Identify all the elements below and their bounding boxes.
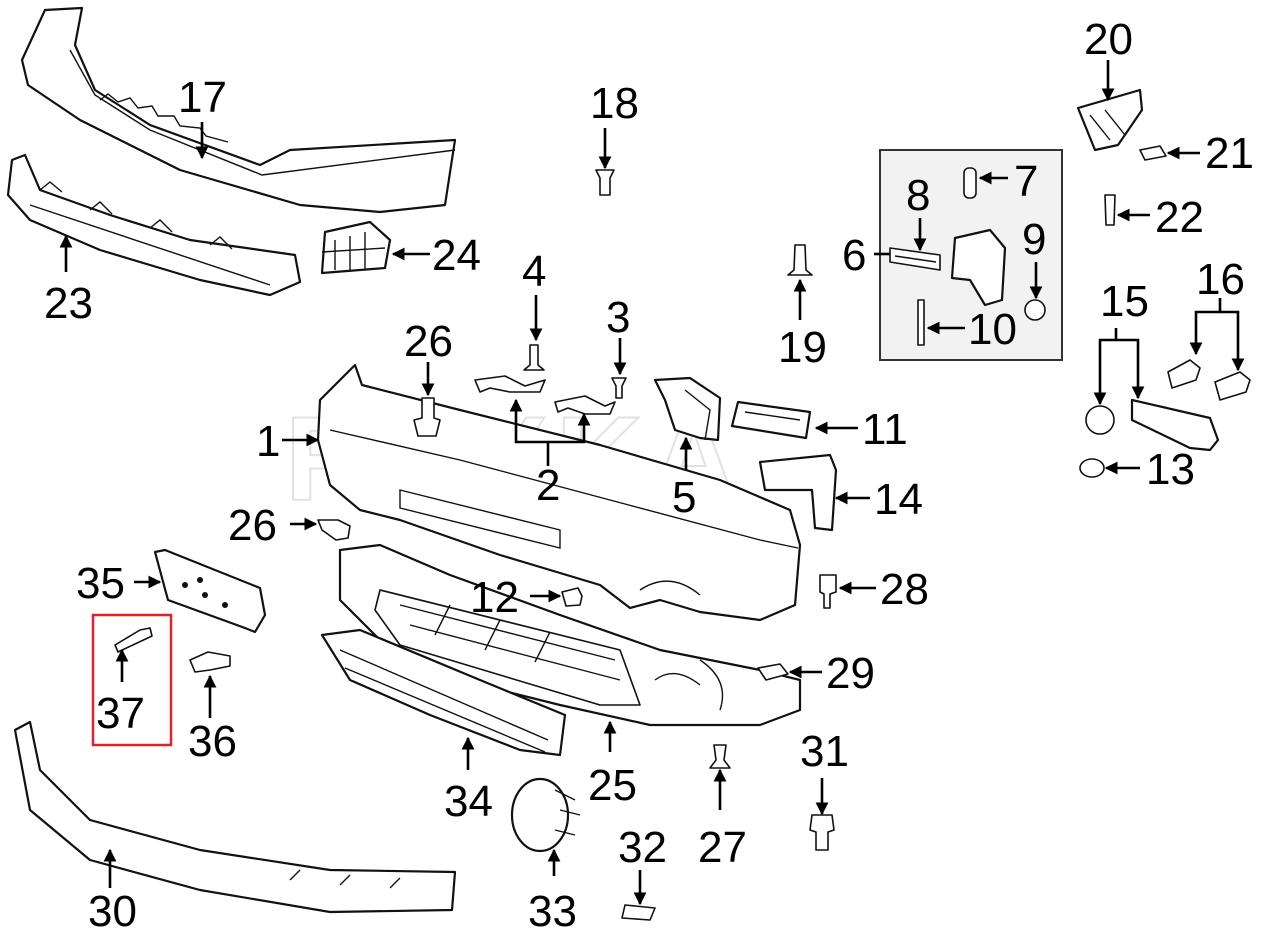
callout-12: 12 — [470, 573, 519, 622]
callout-34: 34 — [444, 777, 493, 826]
callout-20: 20 — [1084, 15, 1133, 64]
highlight-box-37 — [91, 613, 173, 747]
callout-6: 6 — [842, 231, 866, 280]
part-30-air-deflector — [13, 720, 457, 914]
grille-insert — [374, 589, 641, 706]
inset-box-6 — [879, 149, 1063, 361]
callout-5: 5 — [672, 473, 696, 522]
part-14-bracket — [758, 453, 838, 532]
callout-22: 22 — [1155, 193, 1204, 242]
part-26b-bolt — [317, 519, 351, 541]
part-23-energy-absorber — [6, 153, 302, 297]
callout-13: 13 — [1146, 445, 1195, 494]
callout-29: 29 — [826, 649, 875, 698]
callout-19: 19 — [778, 323, 827, 372]
callout-17: 17 — [178, 73, 227, 122]
callout-11: 11 — [862, 405, 908, 454]
part-19-pushpin — [787, 244, 813, 276]
callout-4: 4 — [522, 247, 546, 296]
callout-36: 36 — [188, 717, 237, 766]
callout-2: 2 — [536, 461, 560, 510]
callout-21: 21 — [1205, 129, 1254, 178]
part-15-bracket — [1130, 398, 1220, 452]
part-15-nut — [1085, 405, 1115, 435]
callout-32: 32 — [618, 823, 667, 872]
part-35-license-bracket — [153, 548, 267, 634]
callout-35: 35 — [76, 559, 125, 608]
part-33-fog-cover — [510, 777, 581, 853]
part-13-grommet — [1079, 458, 1105, 478]
part-17-upper-cover — [20, 6, 457, 214]
part-11-bracket — [730, 400, 812, 440]
part-37-bolt — [114, 627, 153, 653]
part-18-pushpin — [595, 169, 615, 196]
part-3-pushpin — [611, 377, 627, 399]
callout-37: 37 — [96, 689, 145, 738]
callout-14: 14 — [874, 475, 923, 524]
callout-26-left: 26 — [228, 501, 277, 550]
part-20-bracket — [1076, 88, 1144, 152]
part-5-bracket — [653, 376, 722, 442]
callout-26-top: 26 — [404, 317, 453, 366]
callout-23: 23 — [44, 279, 93, 328]
callout-30: 30 — [88, 887, 137, 936]
callout-27: 27 — [698, 823, 747, 872]
part-29-clip — [757, 663, 789, 681]
part-24-bracket — [320, 220, 392, 275]
part-16-bolts — [1167, 359, 1251, 401]
callout-18: 18 — [590, 79, 639, 128]
part-27-pushpin — [709, 744, 731, 769]
callout-28: 28 — [880, 565, 929, 614]
callout-33: 33 — [528, 887, 577, 936]
part-31-bolt — [809, 814, 835, 851]
callout-10: 10 — [968, 305, 1017, 354]
callout-7: 7 — [1014, 157, 1038, 206]
leader-lines — [59, 60, 1245, 906]
callout-3: 3 — [606, 293, 630, 342]
callout-25: 25 — [588, 761, 637, 810]
part-36-bolt — [189, 651, 231, 673]
part-26a-bolt — [413, 397, 441, 437]
callout-1: 1 — [256, 417, 280, 466]
part-22-pin — [1104, 194, 1116, 226]
callout-labels: 17 23 24 18 20 21 22 7 8 6 9 10 19 4 3 2… — [44, 15, 1254, 936]
part-2-brackets — [474, 375, 616, 415]
part-34-lower-grille — [320, 628, 567, 757]
callout-16: 16 — [1196, 255, 1245, 304]
callout-24: 24 — [432, 231, 481, 280]
callout-8: 8 — [906, 171, 930, 220]
part-4-stud — [523, 344, 545, 371]
callout-31: 31 — [800, 727, 849, 776]
part-12-pin — [561, 587, 583, 607]
part-32-clip — [621, 904, 656, 921]
callout-15: 15 — [1100, 277, 1149, 326]
part-21-pad — [1139, 145, 1167, 161]
part-28-bolt — [819, 574, 837, 609]
callout-9: 9 — [1022, 215, 1046, 264]
